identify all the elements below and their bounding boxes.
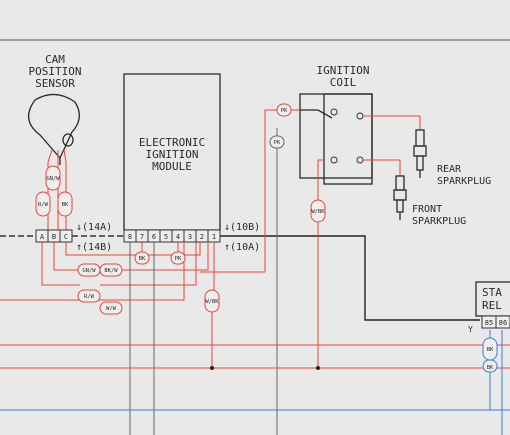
relay-pin-85: 85 bbox=[485, 319, 493, 327]
rear-sparkplug-line2: SPARKPLUG bbox=[437, 176, 491, 187]
connector-10b: ↓(10B) bbox=[224, 222, 260, 233]
tag-pk-mod: PK bbox=[175, 256, 182, 262]
coil-label-line1: IGNITION bbox=[317, 64, 370, 77]
starter-label-line2: REL bbox=[482, 299, 502, 312]
module-connector: 8 7 6 5 4 3 2 1 bbox=[123, 229, 221, 243]
connector-14a: ↓(14A) bbox=[76, 222, 112, 233]
front-sparkplug-line1: FRONT bbox=[412, 204, 442, 215]
module-pin-7: 7 bbox=[140, 233, 144, 241]
tag-rw-bottom: R/W bbox=[84, 294, 95, 300]
cam-label-line3: SENSOR bbox=[35, 77, 75, 90]
wire-pk-coil-top bbox=[200, 109, 300, 273]
cam-label-line2: POSITION bbox=[29, 65, 82, 78]
front-sparkplug-line2: SPARKPLUG bbox=[412, 216, 466, 227]
tag-wbk-mod: W/BK bbox=[205, 299, 219, 305]
ground-bus bbox=[220, 235, 480, 321]
module-label-line1: ELECTRONIC bbox=[139, 136, 205, 149]
front-sparkplug-symbol bbox=[393, 175, 407, 220]
relay-connector: 85 86 bbox=[481, 315, 510, 329]
tag-gnw-bottom: GN/W bbox=[82, 268, 96, 274]
cam-connector: A B C bbox=[35, 229, 73, 243]
cam-pin-a: A bbox=[40, 233, 45, 241]
rear-sparkplug-symbol bbox=[413, 129, 427, 178]
module-pin-4: 4 bbox=[176, 233, 180, 241]
rear-sparkplug-line1: REAR bbox=[437, 164, 462, 175]
cam-pin-c: C bbox=[64, 233, 68, 241]
harness-wires: GN/W BK/W R/W W/W BK PK W/BK bbox=[0, 242, 510, 435]
module-pin-8: 8 bbox=[128, 233, 132, 241]
tag-pk-coil-left: PK bbox=[274, 140, 281, 146]
cam-sensor-wires: GN/W R/W BK bbox=[35, 149, 73, 230]
module-label-line2: IGNITION bbox=[146, 148, 199, 161]
relay-pin-86: 86 bbox=[499, 319, 507, 327]
coil-label-line2: COIL bbox=[330, 76, 357, 89]
cam-pin-b: B bbox=[52, 233, 56, 241]
tag-bk-mod: BK bbox=[139, 256, 146, 262]
starter-label-line1: STA bbox=[482, 286, 502, 299]
module-pin-6: 6 bbox=[152, 233, 156, 241]
module-pin-5: 5 bbox=[164, 233, 168, 241]
wire-coil-front-plug bbox=[363, 159, 401, 176]
tag-ww: W/W bbox=[106, 306, 117, 312]
connector-14b: ↑(14B) bbox=[76, 242, 112, 253]
module-label-line3: MODULE bbox=[152, 160, 192, 173]
module-pin-1: 1 bbox=[212, 233, 216, 241]
tag-bkw: BK/W bbox=[104, 268, 118, 274]
relay-arrow: Y bbox=[468, 325, 473, 334]
tag-bk-relay: BK bbox=[487, 347, 494, 353]
module-pin-2: 2 bbox=[200, 233, 204, 241]
wire-coil-rear-plug bbox=[363, 115, 421, 130]
tag-bk-top: BK bbox=[62, 202, 69, 208]
connector-10a: ↑(10A) bbox=[224, 242, 260, 253]
wire-wbk-coil bbox=[317, 159, 324, 368]
ignition-coil bbox=[299, 93, 373, 185]
cam-label-line1: CAM bbox=[45, 53, 65, 66]
module-pin-3: 3 bbox=[188, 233, 192, 241]
tag-wbk-coil: W/BK bbox=[311, 209, 325, 215]
tag-bk-relay2: BK bbox=[487, 365, 494, 371]
cam-sensor-symbol bbox=[28, 93, 80, 165]
tag-pk-coil-top: PK bbox=[281, 108, 288, 114]
tag-rw-top: R/W bbox=[38, 202, 49, 208]
tag-gnw-top: GN/W bbox=[46, 176, 60, 182]
